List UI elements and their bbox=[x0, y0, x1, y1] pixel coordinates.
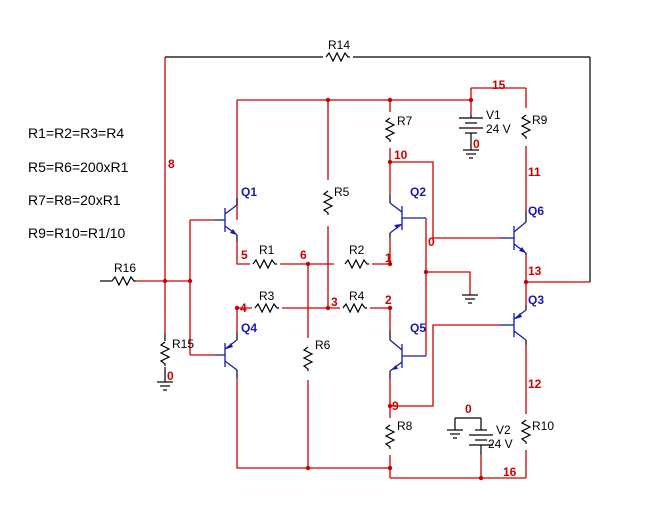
label-q2: Q2 bbox=[410, 185, 426, 199]
label-r6: R6 bbox=[315, 338, 331, 352]
label-v1-value: 24 V bbox=[486, 122, 511, 136]
resistor-r4 bbox=[342, 303, 368, 313]
node-0-v1: 0 bbox=[473, 137, 480, 151]
node-16: 16 bbox=[503, 465, 517, 479]
node-0-r15: 0 bbox=[167, 369, 174, 383]
transistor-q5 bbox=[389, 330, 426, 378]
label-r3: R3 bbox=[259, 289, 275, 303]
node-3: 3 bbox=[331, 295, 338, 309]
source-v2 bbox=[447, 417, 493, 455]
label-r8: R8 bbox=[397, 419, 413, 433]
transistor-q3 bbox=[500, 305, 527, 345]
resistor-r15 bbox=[160, 341, 170, 367]
ground-mid bbox=[462, 294, 478, 304]
transistor-q4 bbox=[215, 332, 238, 378]
label-q4: Q4 bbox=[241, 321, 257, 335]
resistor-r7 bbox=[385, 117, 395, 143]
label-q5: Q5 bbox=[410, 321, 426, 335]
transistor-q6 bbox=[500, 210, 527, 255]
feedback-loop bbox=[100, 56, 591, 391]
wires bbox=[136, 57, 590, 479]
node-0-v2: 0 bbox=[465, 402, 472, 416]
node-0-mid: 0 bbox=[428, 235, 435, 249]
label-q3: Q3 bbox=[528, 293, 544, 307]
label-r7: R7 bbox=[397, 114, 413, 128]
label-r10: R10 bbox=[532, 419, 554, 433]
label-r2: R2 bbox=[349, 243, 365, 257]
node-12: 12 bbox=[528, 377, 542, 391]
label-q6: Q6 bbox=[528, 204, 544, 218]
label-r5: R5 bbox=[334, 185, 350, 199]
junctions bbox=[162, 97, 529, 481]
equation-3: R7=R8=20xR1 bbox=[28, 192, 121, 208]
label-v2-name: V2 bbox=[496, 423, 511, 437]
resistor-r9 bbox=[521, 114, 531, 140]
resistor-r2 bbox=[344, 259, 370, 269]
node-15: 15 bbox=[492, 78, 506, 92]
resistor-r3 bbox=[254, 303, 280, 313]
transistor-q2 bbox=[389, 195, 426, 238]
label-r4: R4 bbox=[349, 289, 365, 303]
node-8: 8 bbox=[168, 157, 175, 171]
node-9: 9 bbox=[392, 399, 399, 413]
node-4: 4 bbox=[240, 301, 247, 315]
source-v1 bbox=[459, 115, 483, 159]
label-v2-value: 24 V bbox=[488, 437, 513, 451]
label-r14: R14 bbox=[328, 38, 350, 52]
label-v1-name: V1 bbox=[486, 108, 501, 122]
label-q1: Q1 bbox=[241, 185, 257, 199]
label-r15: R15 bbox=[172, 337, 194, 351]
label-r9: R9 bbox=[532, 113, 548, 127]
equation-1: R1=R2=R3=R4 bbox=[28, 125, 124, 141]
label-r16: R16 bbox=[114, 261, 136, 275]
node-13: 13 bbox=[528, 264, 542, 278]
resistor-r10 bbox=[521, 419, 531, 445]
resistor-r5 bbox=[323, 190, 333, 216]
resistor-r6 bbox=[303, 346, 313, 372]
transistor-q1 bbox=[215, 198, 238, 242]
resistor-r16 bbox=[111, 276, 137, 286]
resistors bbox=[111, 52, 531, 450]
resistor-r14 bbox=[325, 52, 351, 62]
node-6: 6 bbox=[300, 248, 307, 262]
transistors bbox=[215, 195, 527, 378]
label-r1: R1 bbox=[259, 243, 275, 257]
resistor-r8 bbox=[385, 424, 395, 450]
node-1: 1 bbox=[385, 251, 392, 265]
node-10: 10 bbox=[394, 148, 408, 162]
node-2: 2 bbox=[385, 293, 392, 307]
equation-4: R9=R10=R1/10 bbox=[28, 225, 126, 241]
resistor-r1 bbox=[252, 259, 278, 269]
equation-2: R5=R6=200xR1 bbox=[28, 159, 129, 175]
node-11: 11 bbox=[528, 165, 541, 179]
node-5: 5 bbox=[241, 248, 248, 262]
